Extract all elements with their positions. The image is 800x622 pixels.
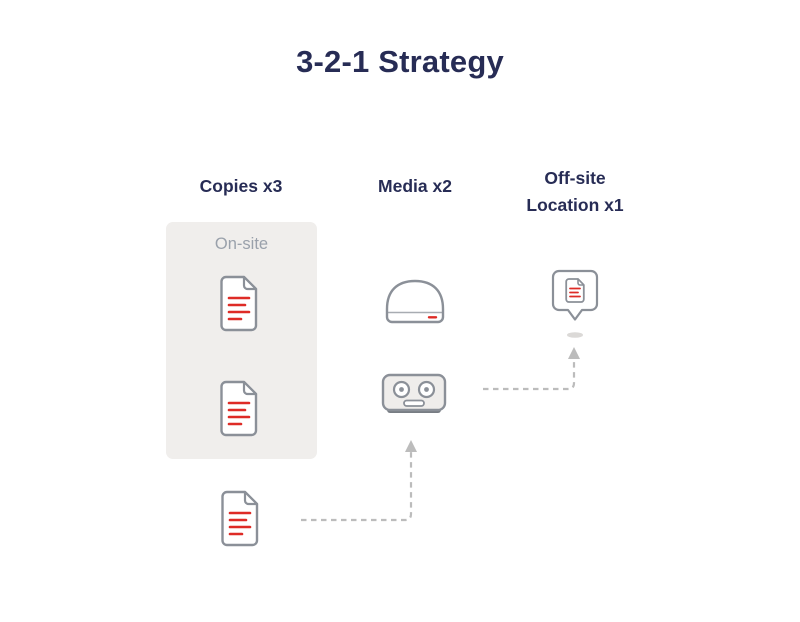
offsite-label-line1: Off-site [544,168,606,188]
column-header-media: Media x2 [378,176,452,196]
document-icon-graphic [220,380,258,437]
location-pin-icon [549,268,601,340]
tape-drive-icon [380,371,448,419]
column-header-offsite: Off-site Location x1 [495,165,655,219]
document-icon [217,275,261,332]
arrowhead-media-to-offsite [568,347,580,359]
arrow-media-to-offsite [483,358,576,391]
arrowhead-copies-to-media [405,440,417,452]
diagram-title: 3-2-1 Strategy [296,44,504,79]
tape-drive-icon-graphic [381,373,447,413]
location-pin-icon-graphic [551,269,599,338]
on-site-label: On-site [214,235,269,253]
arrow-copies-to-media [301,451,413,522]
hard-drive-icon [382,276,448,328]
document-icon-graphic [220,275,258,332]
document-icon-graphic [221,490,259,547]
pin-document-icon [565,278,585,303]
pin-shadow [567,332,583,338]
document-icon [218,490,262,547]
offsite-label-line2: Location x1 [526,195,624,215]
hard-drive-icon-graphic [385,279,445,324]
document-icon [217,380,261,437]
column-header-copies: Copies x3 [199,176,283,196]
